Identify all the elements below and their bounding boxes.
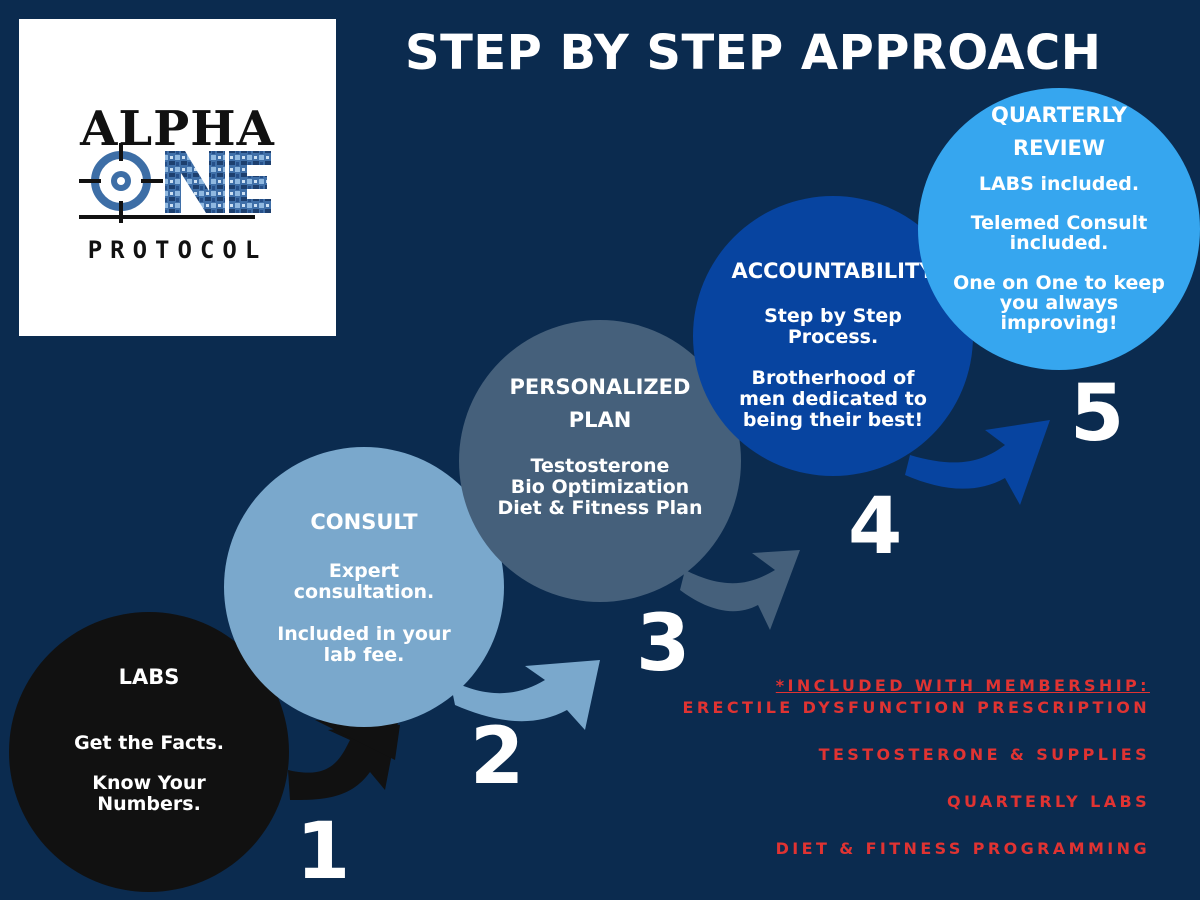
step-3-line-3: Diet & Fitness Plan <box>497 497 703 519</box>
membership-item-4: DIET & FITNESS PROGRAMMING <box>775 839 1150 858</box>
logo-one-mark <box>79 143 271 223</box>
page-title: STEP BY STEP APPROACH <box>405 25 1102 81</box>
step-4-line-5: being their best! <box>742 409 924 431</box>
step-4-line-4: men dedicated to <box>739 388 927 410</box>
alpha-one-logo: ALPHA <box>19 19 336 336</box>
step-4-line-3: Brotherhood of <box>751 367 915 389</box>
step-4-line-1: Step by Step <box>764 305 902 327</box>
step-3-line-1: Testosterone <box>530 455 670 477</box>
step-circle-1: LABS Get the Facts. Know Your Numbers. <box>9 612 289 892</box>
step-1-line-3: Numbers. <box>97 793 201 815</box>
step-circle-2: CONSULT Expert consultation. Included in… <box>224 447 504 727</box>
step-1-line-2: Know Your <box>92 772 206 794</box>
membership-item-1: ERECTILE DYSFUNCTION PRESCRIPTION <box>682 698 1150 717</box>
step-5-line-6: improving! <box>1000 312 1118 334</box>
step-5-line-2: Telemed Consult <box>970 212 1148 234</box>
logo-line-alpha: ALPHA <box>80 101 275 157</box>
step-1-heading: LABS <box>118 665 180 689</box>
arrow-1b <box>315 720 400 760</box>
membership-title: *INCLUDED WITH MEMBERSHIP: <box>775 676 1150 695</box>
step-circle-5: QUARTERLY REVIEW LABS included. Telemed … <box>918 88 1200 370</box>
step-5-heading: QUARTERLY <box>991 103 1127 127</box>
arrow-4 <box>905 420 1050 505</box>
step-2-heading: CONSULT <box>310 510 418 534</box>
step-number-1: 1 <box>296 807 351 897</box>
step-2-line-1: Expert <box>328 560 400 582</box>
step-3-heading-2: PLAN <box>568 408 632 432</box>
membership-item-3: QUARTERLY LABS <box>946 792 1150 811</box>
step-2-line-4: lab fee. <box>323 644 405 666</box>
logo-line-protocol: PROTOCOL <box>87 236 268 264</box>
step-3-heading: PERSONALIZED <box>509 375 691 399</box>
arrow-3 <box>680 550 800 630</box>
logo-divider <box>79 215 255 219</box>
arrow-2 <box>450 660 600 730</box>
step-number-4: 4 <box>848 482 903 572</box>
step-2-line-2: consultation. <box>293 581 435 603</box>
step-number-5: 5 <box>1070 369 1125 459</box>
step-circle-3: PERSONALIZED PLAN Testosterone Bio Optim… <box>459 320 741 602</box>
step-5-line-3: included. <box>1009 232 1109 254</box>
step-number-2: 2 <box>470 712 525 802</box>
step-5-line-5: you always <box>999 292 1119 314</box>
step-4-heading: ACCOUNTABILITY <box>731 259 935 283</box>
step-1-line-1: Get the Facts. <box>74 732 224 754</box>
membership-item-2: TESTOSTERONE & SUPPLIES <box>818 745 1150 764</box>
step-5-line-4: One on One to keep <box>953 272 1165 294</box>
crosshair-icon <box>79 143 163 223</box>
step-5-line-1: LABS included. <box>978 173 1140 195</box>
step-5-heading-2: REVIEW <box>1012 136 1106 160</box>
step-2-line-3: Included in your <box>277 623 451 645</box>
step-4-line-2: Process. <box>787 326 879 348</box>
step-number-3: 3 <box>636 599 691 689</box>
step-3-line-2: Bio Optimization <box>510 476 690 498</box>
